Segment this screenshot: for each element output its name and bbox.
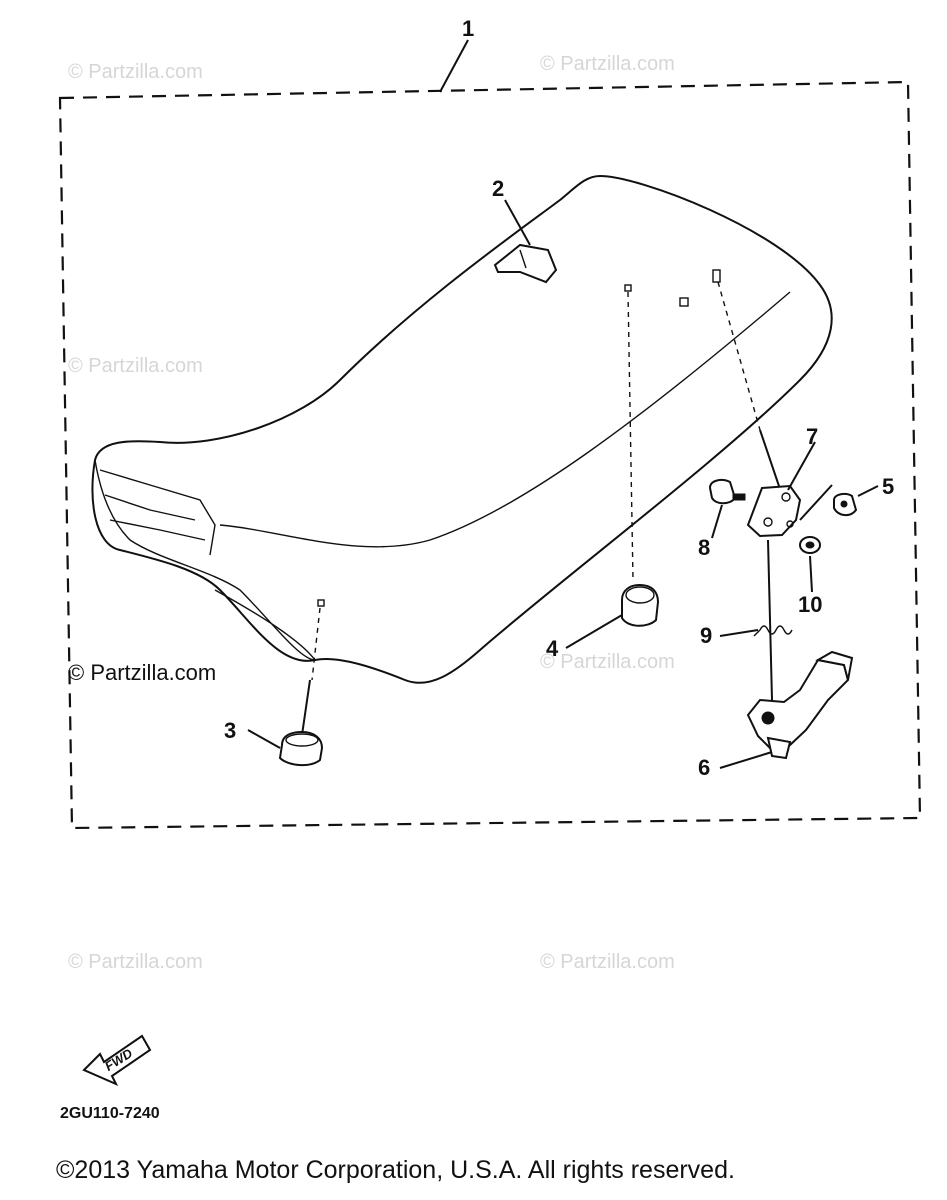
leader-1	[439, 39, 469, 93]
callout-3: 3	[224, 718, 236, 743]
leader-3	[247, 729, 281, 749]
callout-9: 9	[700, 623, 712, 648]
seat-hole-a	[624, 284, 632, 292]
watermark-dark-left: © Partzilla.com	[68, 660, 216, 685]
damper-part-3	[278, 730, 324, 766]
callout-5: 5	[882, 474, 894, 499]
seat-hole-b	[679, 297, 689, 307]
assembly-boundary	[58, 80, 922, 830]
locator-line-4	[627, 291, 634, 581]
diagram-code: 2GU110-7240	[60, 1105, 160, 1122]
watermark-top-left: © Partzilla.com	[68, 61, 203, 83]
nut-part-5	[833, 492, 858, 516]
watermark-bottom-right: © Partzilla.com	[540, 951, 675, 973]
leader-2	[504, 199, 531, 246]
seat-lock-hook-part-6	[746, 650, 854, 760]
lock-axis-line	[767, 539, 773, 701]
forward-arrow-icon: FWD	[82, 1034, 152, 1087]
watermark-mid-left: © Partzilla.com	[68, 355, 203, 377]
watermark-top-right: © Partzilla.com	[540, 53, 675, 75]
callout-10: 10	[798, 592, 822, 617]
leader-5-link	[799, 484, 833, 521]
leader-7	[787, 441, 816, 491]
callout-8: 8	[698, 535, 710, 560]
locator-line-3	[311, 607, 321, 681]
seat-hole-d	[317, 599, 325, 607]
callout-1: 1	[462, 16, 474, 41]
callout-7: 7	[806, 424, 818, 449]
seat	[91, 174, 833, 684]
locator-line-3-solid	[301, 679, 311, 736]
leader-4	[565, 614, 623, 649]
leader-6	[719, 751, 773, 769]
callout-6: 6	[698, 755, 710, 780]
locator-line-lock-solid	[759, 429, 783, 496]
spring-part-9	[753, 625, 793, 637]
lock-bracket-part-7	[746, 484, 802, 538]
callout-2: 2	[492, 176, 504, 201]
leader-10	[809, 555, 813, 593]
damper-part-4	[621, 583, 660, 627]
leader-8	[711, 504, 723, 539]
watermark-bottom-left: © Partzilla.com	[68, 951, 203, 973]
callout-4: 4	[546, 636, 559, 661]
seat-hole-c	[712, 269, 721, 283]
watermark-lower-right: © Partzilla.com	[540, 651, 675, 673]
copyright-notice: ©2013 Yamaha Motor Corporation, U.S.A. A…	[56, 1156, 735, 1184]
leader-5	[857, 485, 879, 497]
washer-part-10	[799, 536, 821, 554]
bolt-part-8	[708, 479, 746, 505]
leader-9	[719, 629, 759, 637]
